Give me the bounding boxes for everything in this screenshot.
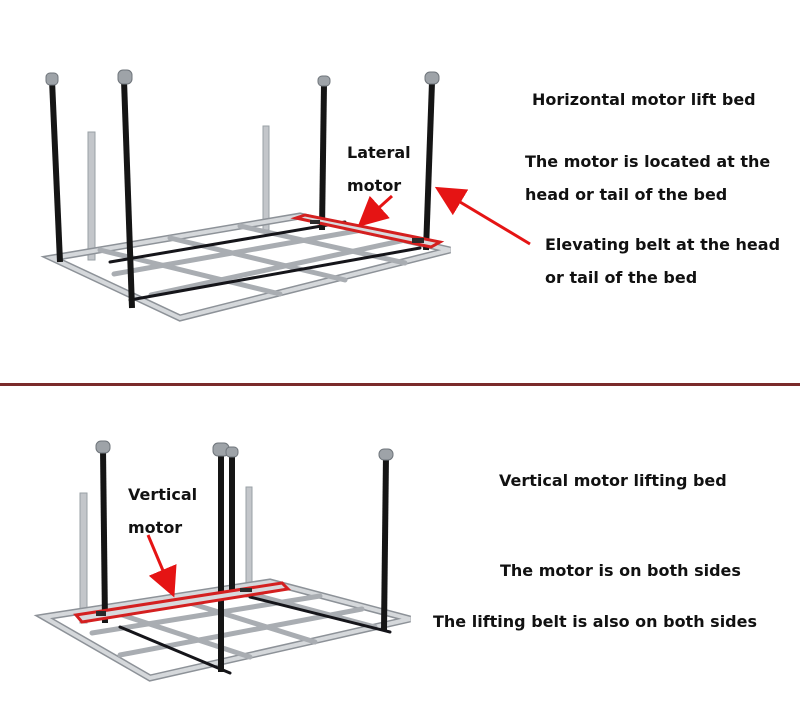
arrow-icon bbox=[434, 186, 531, 246]
ceiling-mounts bbox=[95, 440, 394, 461]
section-divider bbox=[0, 383, 800, 386]
arrow-icon bbox=[357, 194, 394, 228]
lifting-belts bbox=[49, 79, 435, 309]
bed-frame bbox=[40, 212, 451, 322]
horizontal-bed-diagram bbox=[40, 69, 531, 322]
vertical-motor-label-line2: motor bbox=[128, 518, 183, 537]
top-note1-line2: head or tail of the bed bbox=[525, 185, 728, 204]
bottom-note1: The motor is on both sides bbox=[500, 561, 741, 580]
vertical-bed-panel: Vertical motor lifting bed Vertical moto… bbox=[0, 387, 800, 718]
top-title: Horizontal motor lift bed bbox=[532, 90, 756, 109]
lateral-motor-label-line1: Lateral bbox=[347, 143, 411, 162]
horizontal-bed-panel: Horizontal motor lift bed Lateral motor … bbox=[40, 69, 781, 322]
ceiling-mounts bbox=[45, 69, 440, 87]
top-note2-line1: Elevating belt at the head bbox=[545, 235, 781, 254]
top-note1-line1: The motor is located at the bbox=[525, 152, 771, 171]
arrow-icon bbox=[146, 534, 177, 598]
vertical-motor-rail bbox=[73, 581, 292, 624]
top-note2-line2: or tail of the bed bbox=[545, 268, 698, 287]
lateral-motor-rail bbox=[290, 213, 445, 249]
bottom-note2: The lifting belt is also on both sides bbox=[433, 612, 757, 631]
lateral-motor-label-line2: motor bbox=[347, 176, 402, 195]
bottom-title: Vertical motor lifting bed bbox=[499, 471, 727, 490]
vertical-motor-label-line1: Vertical bbox=[128, 485, 198, 504]
lifting-belts bbox=[100, 448, 389, 672]
bed-frame bbox=[33, 578, 411, 682]
vertical-bed-diagram bbox=[33, 440, 411, 682]
